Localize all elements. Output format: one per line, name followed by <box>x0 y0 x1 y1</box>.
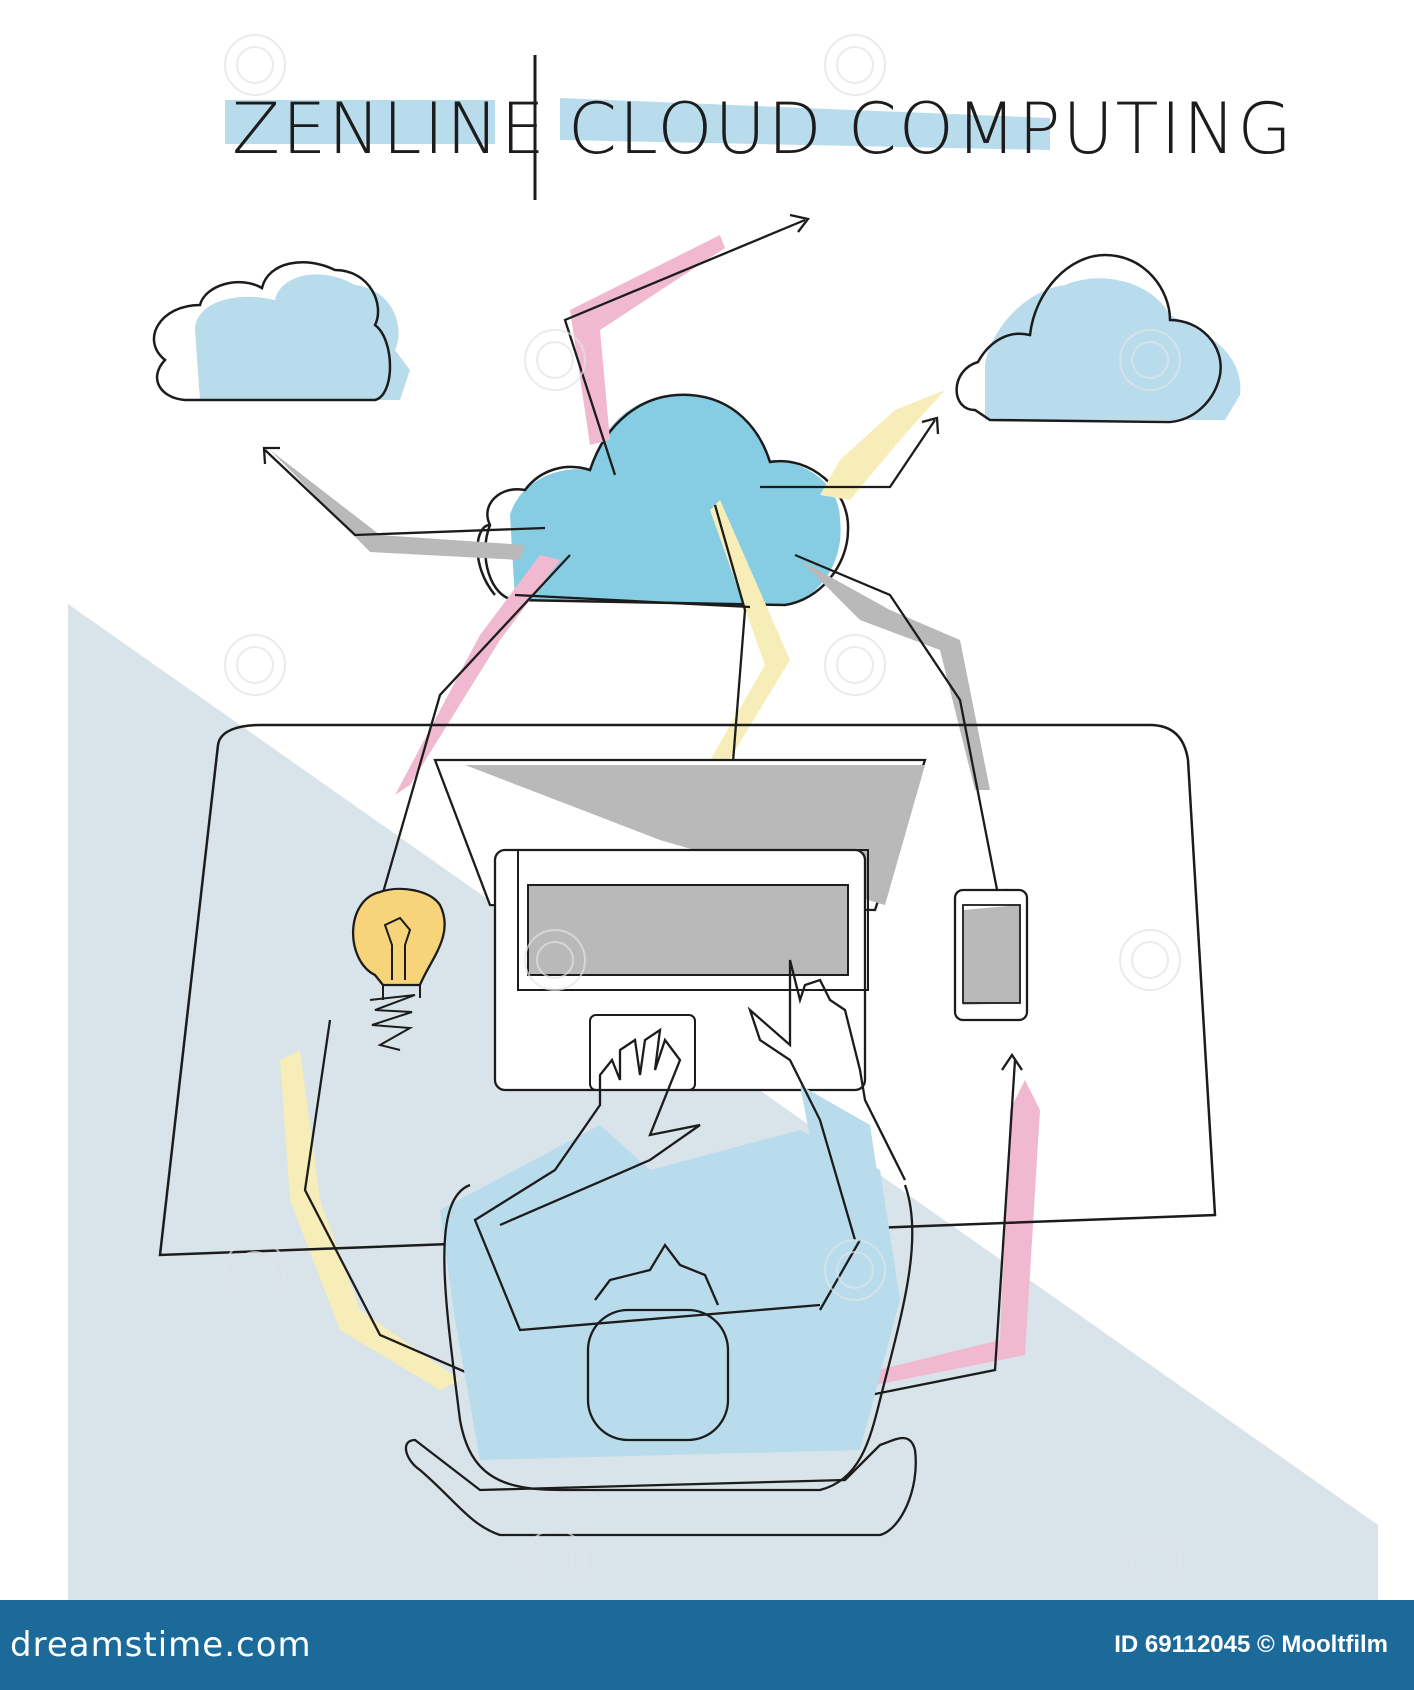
arrow-ribbons <box>270 235 1040 1390</box>
title-right: CLOUD COMPUTING <box>568 88 1294 170</box>
footer-logo: dreamstime.com <box>10 1625 312 1665</box>
footer-bar: dreamstime.com ID 69112045 © Mooltfilm <box>0 1600 1414 1690</box>
cloud-computing-illustration <box>68 34 1378 1600</box>
title-left: ZENLINE <box>232 88 547 170</box>
person-icon <box>404 959 917 1537</box>
cloud-icon <box>955 253 1241 424</box>
lightbulb-icon <box>351 887 446 1051</box>
desk <box>158 723 1217 1257</box>
footer-credit: ID 69112045 © Mooltfilm <box>1114 1631 1388 1658</box>
watermark <box>224 34 1181 1591</box>
arrow-icon <box>262 213 1023 1413</box>
smartphone-icon <box>953 888 1029 1022</box>
title-highlight-right <box>560 98 1050 150</box>
title-highlight-left <box>225 100 495 144</box>
cloud-icon <box>152 261 410 402</box>
cloud-icon <box>476 393 850 607</box>
